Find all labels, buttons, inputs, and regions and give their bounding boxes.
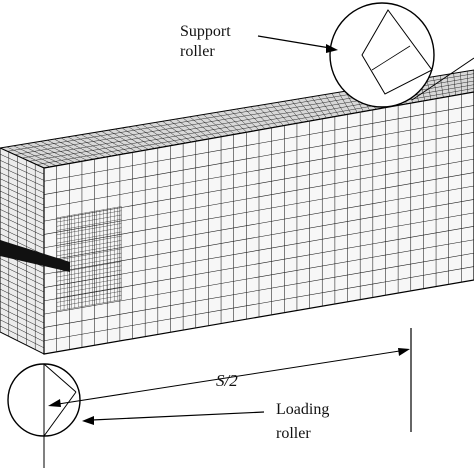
support-leader: [257, 35, 331, 49]
half-span-dimension: [48, 328, 412, 432]
dimension-arrow-right: [398, 348, 410, 356]
notch-band: [0, 240, 70, 272]
loading-leader: [91, 411, 265, 421]
leader-lines: [82, 35, 338, 425]
half-span-label: S/2: [216, 371, 238, 390]
loading-roller: [7, 363, 81, 468]
beam-model: [0, 69, 474, 355]
support-roller-label-line1: Support: [180, 23, 231, 40]
refined-mesh-region: [56, 206, 122, 312]
loading-roller-label-line2: roller: [276, 425, 311, 442]
support-roller: [329, 2, 474, 108]
loading-roller-label-line1: Loading: [276, 401, 329, 418]
dimension-arrow-left: [48, 399, 61, 407]
support-roller-label-line2: roller: [180, 43, 215, 60]
front-face-mesh: [43, 94, 474, 352]
